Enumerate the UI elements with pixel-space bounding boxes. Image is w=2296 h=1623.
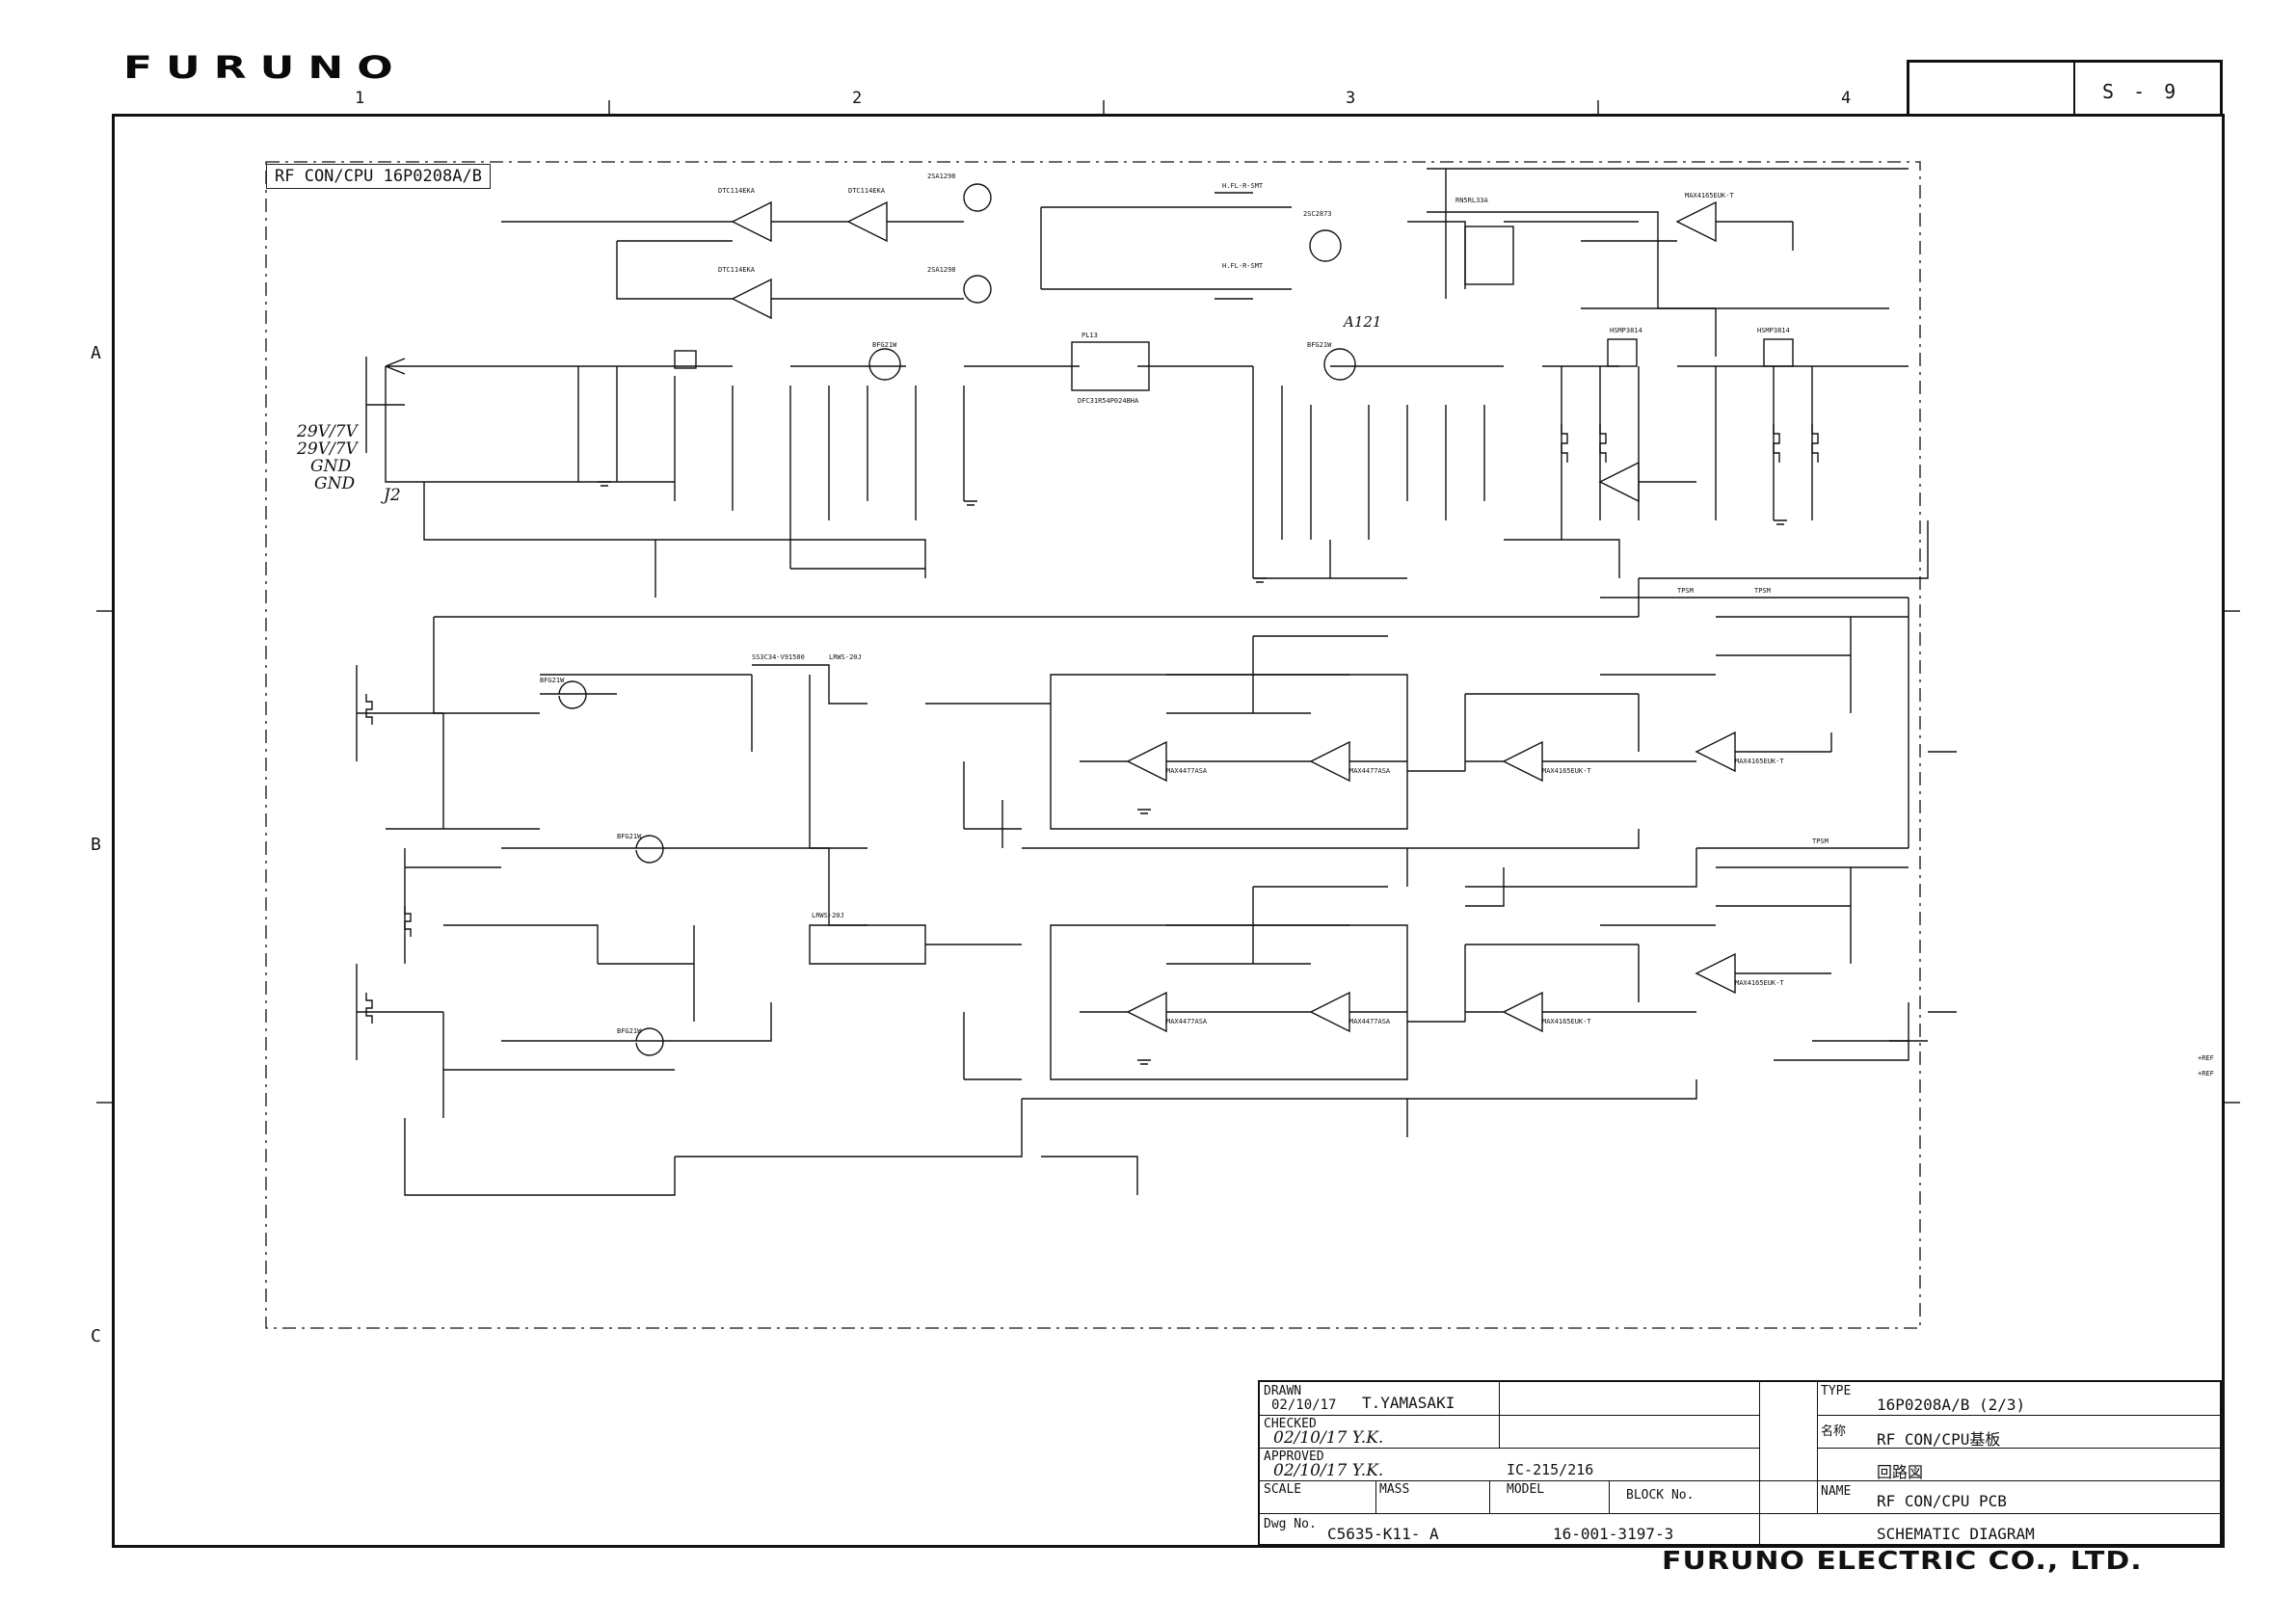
svg-text:DFC31R54P024BHA: DFC31R54P024BHA [1078, 397, 1139, 405]
column-label-3: 3 [1346, 89, 1356, 108]
svg-text:2SC2873: 2SC2873 [1303, 210, 1332, 218]
model-label: MODEL [1507, 1482, 1545, 1497]
company-name: FURUNO ELECTRIC CO., LTD. [1662, 1547, 2143, 1576]
name-jp-value: RF CON/CPU基板 [1877, 1430, 2001, 1449]
dwg-block-value: 16-001-3197-3 [1553, 1525, 1674, 1543]
connector-note-2: 29V/7V [297, 439, 358, 459]
row-label-a: A [91, 343, 101, 363]
svg-text:BFG21W: BFG21W [540, 677, 565, 684]
row-label-b: B [91, 835, 101, 855]
svg-text:BFG21W: BFG21W [872, 341, 897, 349]
approved-signature: 02/10/17 Y.K. [1273, 1461, 1384, 1480]
circuit-jp-value: 回路図 [1877, 1463, 1924, 1481]
svg-text:RN5RL33A: RN5RL33A [1455, 197, 1489, 204]
dwg-no-value: C5635-K11- A [1327, 1525, 1439, 1543]
svg-text:BFG21W: BFG21W [617, 833, 642, 840]
svg-text:LRWS-20J: LRWS-20J [812, 912, 844, 919]
svg-text:HSMP3814: HSMP3814 [1757, 327, 1790, 334]
svg-text:MAX4477ASA: MAX4477ASA [1166, 767, 1208, 775]
component-annotation: A121 [1344, 313, 1382, 331]
svg-text:MAX4477ASA: MAX4477ASA [1349, 1018, 1391, 1025]
title-block: DRAWN 02/10/17 T.YAMASAKI CHECKED 02/10/… [1258, 1380, 2222, 1546]
mass-label: MASS [1379, 1482, 1410, 1497]
name-label: NAME [1821, 1484, 1852, 1499]
block-no-label: BLOCK No. [1626, 1488, 1695, 1503]
svg-text:+REF: +REF [2198, 1054, 2214, 1062]
block-label: RF CON/CPU 16P0208A/B [266, 164, 491, 189]
connector-note-4: GND [314, 474, 356, 493]
svg-text:MAX4477ASA: MAX4477ASA [1166, 1018, 1208, 1025]
column-label-4: 4 [1841, 89, 1852, 108]
sheet-number: S - 9 [2102, 80, 2180, 103]
column-label-1: 1 [355, 89, 365, 108]
svg-text:MAX4165EUK-T: MAX4165EUK-T [1685, 192, 1734, 200]
svg-text:PL13: PL13 [1081, 332, 1098, 339]
model-value: IC-215/216 [1507, 1461, 1594, 1478]
name-value: RF CON/CPU PCB [1877, 1492, 2007, 1510]
connector-name: J2 [384, 486, 401, 505]
sheet-number-box: S - 9 [1907, 60, 2223, 114]
svg-text:BFG21W: BFG21W [1307, 341, 1332, 349]
connector-note-1: 29V/7V [297, 422, 358, 441]
svg-text:BFG21W: BFG21W [617, 1027, 642, 1035]
svg-text:TPSM: TPSM [1677, 587, 1694, 595]
svg-text:TPSM: TPSM [1754, 587, 1771, 595]
svg-text:+REF: +REF [2198, 1070, 2214, 1078]
svg-text:DTC114EKA: DTC114EKA [848, 187, 886, 195]
checked-label: CHECKED [1264, 1417, 1317, 1431]
row-label-c: C [91, 1326, 101, 1346]
connector-note-3: GND [310, 457, 352, 476]
svg-text:H.FL-R-SMT: H.FL-R-SMT [1222, 262, 1264, 270]
type-label: TYPE [1821, 1384, 1852, 1398]
diagram-value: SCHEMATIC DIAGRAM [1877, 1525, 2035, 1543]
name-jp-label: 名称 [1821, 1424, 1847, 1439]
drawn-date: 02/10/17 [1271, 1397, 1337, 1413]
furuno-logo: FURUNO [123, 50, 407, 86]
column-label-2: 2 [852, 89, 863, 108]
svg-text:DTC114EKA: DTC114EKA [718, 266, 756, 274]
svg-text:MAX4165EUK-T: MAX4165EUK-T [1735, 758, 1784, 765]
dwg-no-label: Dwg No. [1264, 1517, 1317, 1531]
drawing-frame [112, 114, 2225, 1548]
scale-label: SCALE [1264, 1482, 1302, 1497]
svg-text:MAX4165EUK-T: MAX4165EUK-T [1542, 1018, 1591, 1025]
svg-text:MAX4477ASA: MAX4477ASA [1349, 767, 1391, 775]
svg-text:DTC114EKA: DTC114EKA [718, 187, 756, 195]
svg-text:MAX4165EUK-T: MAX4165EUK-T [1735, 979, 1784, 987]
type-value: 16P0208A/B (2/3) [1877, 1396, 2026, 1414]
svg-text:2SA1298: 2SA1298 [927, 173, 956, 180]
drawn-by: T.YAMASAKI [1362, 1394, 1455, 1412]
checked-signature: 02/10/17 Y.K. [1273, 1428, 1384, 1448]
svg-text:H.FL-R-SMT: H.FL-R-SMT [1222, 182, 1264, 190]
approved-label: APPROVED [1264, 1450, 1324, 1464]
svg-text:SS3C34-V91500: SS3C34-V91500 [752, 653, 805, 661]
svg-text:HSMP3814: HSMP3814 [1610, 327, 1642, 334]
drawn-label: DRAWN [1264, 1384, 1302, 1398]
svg-text:2SA1298: 2SA1298 [927, 266, 956, 274]
svg-text:MAX4165EUK-T: MAX4165EUK-T [1542, 767, 1591, 775]
svg-text:LRWS-20J: LRWS-20J [829, 653, 862, 661]
svg-text:TPSM: TPSM [1812, 838, 1829, 845]
